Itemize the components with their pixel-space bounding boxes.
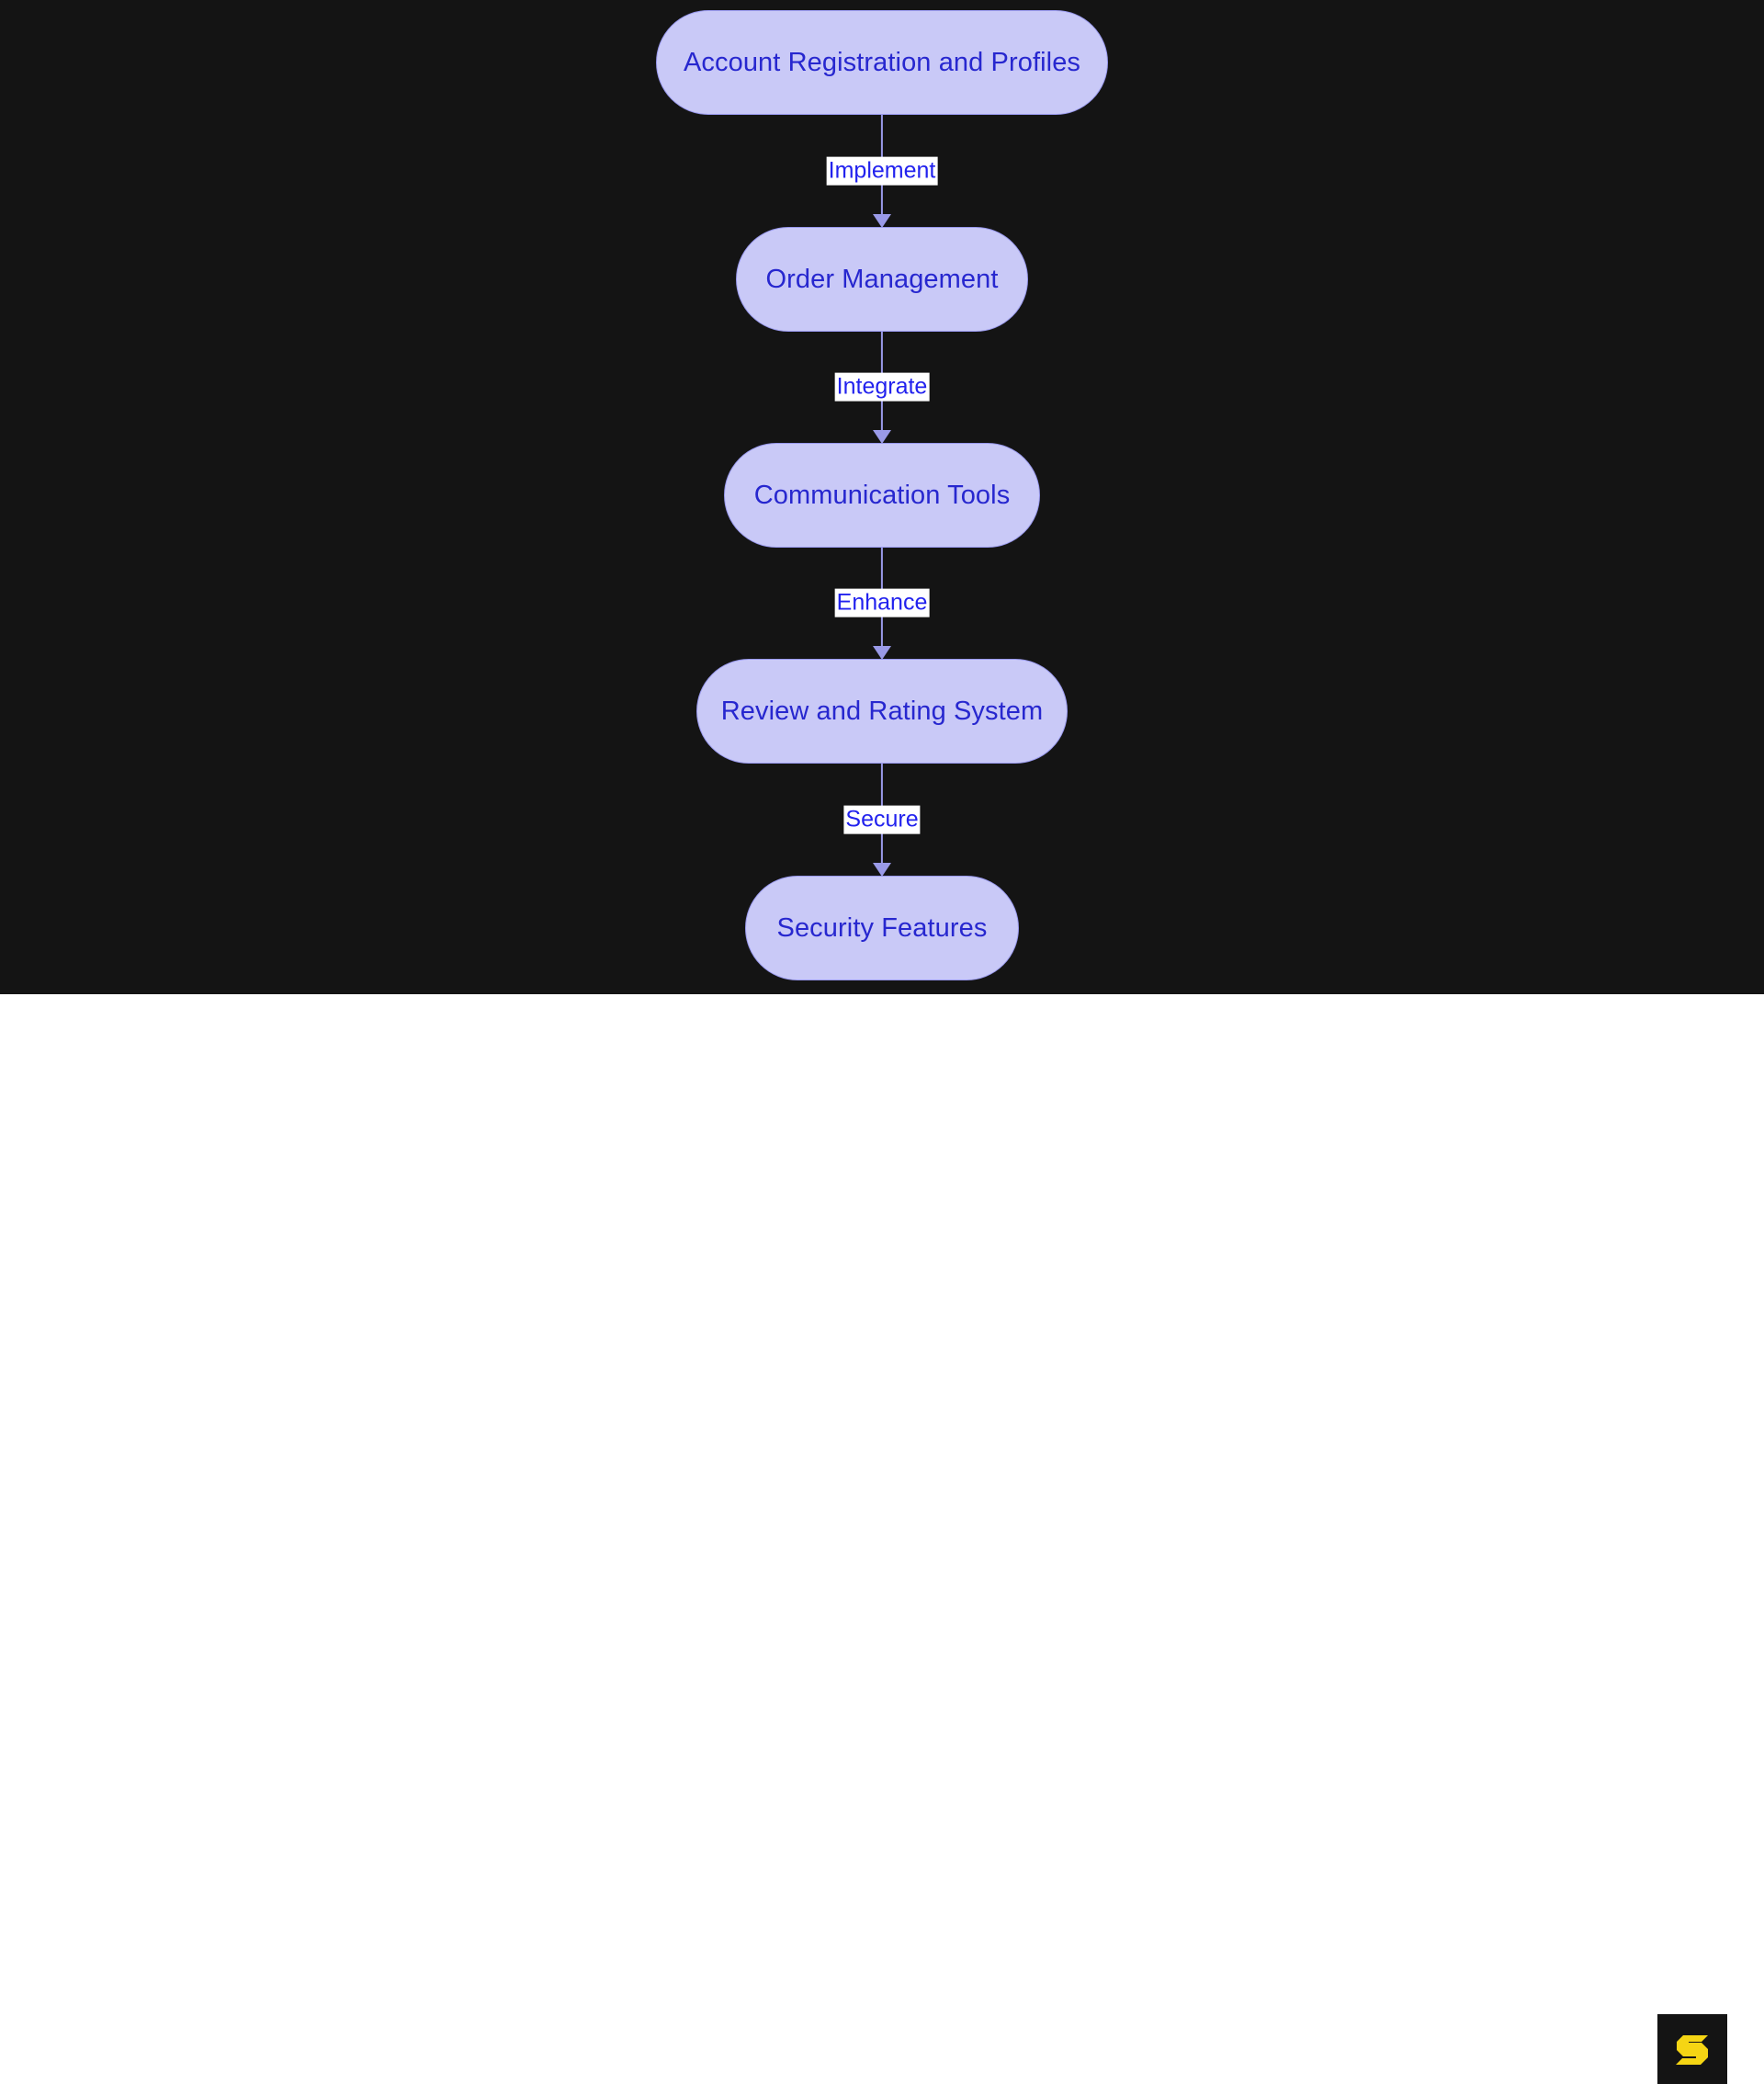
footer-bar <box>0 994 1764 2084</box>
flow-node-label: Order Management <box>765 264 999 294</box>
flow-node-n1[interactable]: Account Registration and Profiles <box>656 10 1108 115</box>
flow-node-label: Communication Tools <box>753 480 1011 510</box>
flow-node-n4[interactable]: Review and Rating System <box>696 659 1068 764</box>
s-logo <box>1657 2014 1727 2084</box>
flow-node-n3[interactable]: Communication Tools <box>724 443 1040 548</box>
edge-label-e4: Secure <box>843 805 921 834</box>
edge-label-e2: Integrate <box>834 372 930 402</box>
edge-arrowhead-e4 <box>873 863 891 877</box>
edge-arrowhead-e2 <box>873 430 891 444</box>
flow-node-label: Account Registration and Profiles <box>683 47 1081 77</box>
flow-node-n2[interactable]: Order Management <box>736 227 1028 332</box>
edge-label-e3: Enhance <box>834 588 930 617</box>
edge-arrowhead-e3 <box>873 646 891 660</box>
edge-label-e1: Implement <box>826 156 938 186</box>
edge-arrowhead-e1 <box>873 214 891 228</box>
flow-node-n5[interactable]: Security Features <box>745 876 1019 980</box>
flow-node-label: Security Features <box>776 912 988 943</box>
flow-node-label: Review and Rating System <box>720 696 1044 726</box>
